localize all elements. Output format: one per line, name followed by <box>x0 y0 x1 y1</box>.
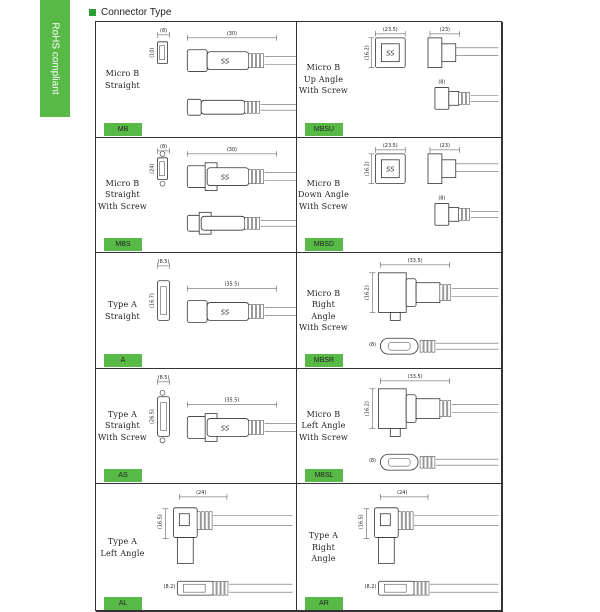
connector-drawing: (24) (16.5) (8.2) <box>359 490 499 596</box>
superspeed-logo: SS <box>221 58 230 66</box>
dimension-label: (16.7) <box>150 293 156 308</box>
dimension-label: (16.2) <box>365 45 371 60</box>
dimension-label: (8) <box>160 144 167 150</box>
connector-drawing: (8.5) (16.7) (35.5) SS <box>150 259 297 323</box>
dimension-label: (16.5) <box>359 514 365 529</box>
connector-code-badge: AS <box>104 469 142 482</box>
dimension-label: (30) <box>227 31 237 37</box>
dimension-label: (23) <box>440 143 450 149</box>
connector-code-badge: MBSL <box>305 469 343 482</box>
dimension-label: (23) <box>440 27 450 33</box>
connector-drawing: (23.5) SS (16.2) (23) (8) <box>365 143 499 226</box>
dimension-label: (8.2) <box>365 584 377 590</box>
dimension-label: (33.5) <box>408 258 423 264</box>
superspeed-logo: SS <box>221 424 230 432</box>
dimension-label: (35.5) <box>224 398 239 404</box>
dimension-label: (26.5) <box>150 409 156 424</box>
header-bullet-icon <box>89 8 96 16</box>
dimension-label: (24) <box>196 490 206 496</box>
rohs-sidebar: RoHS compliant <box>40 0 70 117</box>
dimension-label: (8) <box>369 458 376 464</box>
dimension-label: (8.5) <box>158 375 170 381</box>
connector-code-badge: MBSR <box>305 354 343 367</box>
dimension-label: (30) <box>227 147 237 153</box>
dimension-label: (10) <box>150 48 156 58</box>
section-header: Connector Type <box>89 5 171 19</box>
connector-drawing: (33.5) (16.2) (8) <box>365 374 499 471</box>
dimension-label: (24) <box>397 490 407 496</box>
dimension-label: (16.5) <box>157 514 163 529</box>
dimension-label: (16.2) <box>365 401 371 416</box>
dimension-label: (33.5) <box>408 374 423 380</box>
superspeed-logo: SS <box>386 166 395 174</box>
connector-code-badge: MBSU <box>305 123 343 136</box>
connector-drawing: (8) (10) (30) SS <box>150 28 297 116</box>
connector-drawing: (24) (16.5) (8.2) <box>157 490 293 596</box>
connector-code-badge: AR <box>305 597 343 610</box>
rohs-label: RoHS compliant <box>49 22 61 95</box>
connector-drawing: (8.5) (26.5) (35.5) SS <box>150 375 297 444</box>
dimension-label: (8.5) <box>158 259 170 265</box>
superspeed-logo: SS <box>221 308 230 316</box>
dimension-label: (35.5) <box>224 282 239 288</box>
connector-drawing: (23.5) SS (16.2) (23) (8) <box>365 27 499 110</box>
superspeed-logo: SS <box>386 50 395 58</box>
connector-code-badge: MBS <box>104 238 142 251</box>
dimension-label: (16.2) <box>365 285 371 300</box>
superspeed-logo: SS <box>221 174 230 182</box>
dimension-label: (8) <box>438 195 445 201</box>
dimension-label: (16.2) <box>365 161 371 176</box>
dimension-label: (24) <box>150 164 156 174</box>
connector-code-badge: MBSD <box>305 238 343 251</box>
connector-drawing: (8) (24) (30) SS <box>150 144 297 235</box>
connector-code-badge: A <box>104 354 142 367</box>
connector-drawing: (33.5) (16.2) (8) <box>365 258 499 355</box>
section-title: Connector Type <box>101 6 172 18</box>
dimension-label: (8.2) <box>164 584 176 590</box>
connector-code-badge: MB <box>104 123 142 136</box>
dimension-label: (23.5) <box>383 143 398 149</box>
dimension-label: (23.5) <box>383 27 398 33</box>
dimension-label: (8) <box>438 79 445 85</box>
dimension-label: (8) <box>369 342 376 348</box>
dimension-label: (8) <box>160 28 167 34</box>
connector-code-badge: AL <box>104 597 142 610</box>
